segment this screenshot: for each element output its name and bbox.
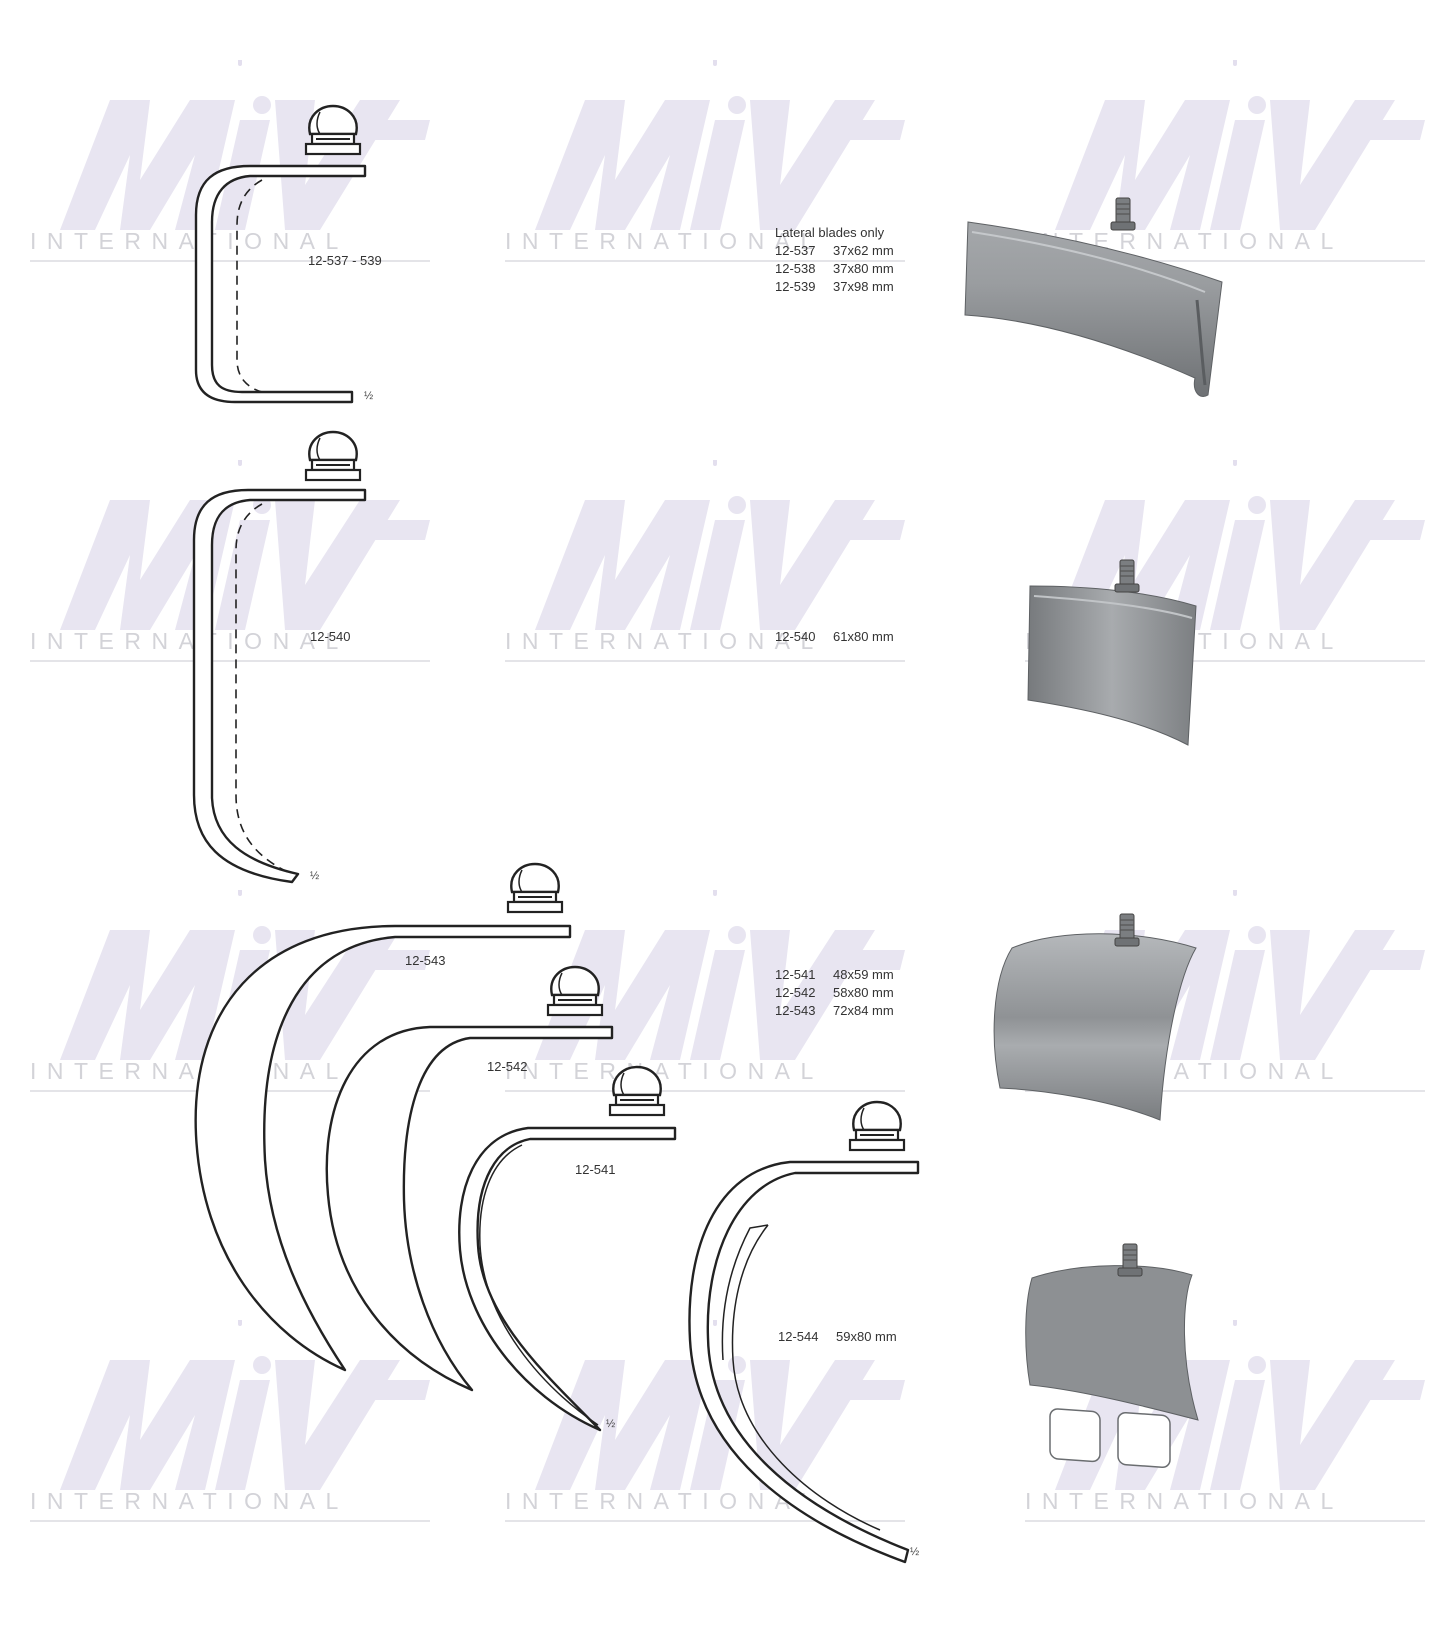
retractor-outline-12-541 xyxy=(458,1126,677,1432)
watermark: INTERNATIONAL xyxy=(30,60,450,390)
watermark-text: INTERNATIONAL xyxy=(30,1058,349,1084)
retractor-label-12-541: 12-541 xyxy=(575,1162,616,1177)
watermark: INTERNATIONAL xyxy=(1025,1320,1430,1650)
retractor-label-12-542: 12-542 xyxy=(487,1059,528,1074)
watermark-text: INTERNATIONAL xyxy=(30,1488,349,1514)
watermark-text: INTERNATIONAL xyxy=(505,228,824,254)
watermark: INTERNATIONAL xyxy=(505,60,925,390)
blade-image-12-540 xyxy=(1027,585,1197,746)
blade-stud-icon xyxy=(1110,197,1136,231)
blade-stud-icon xyxy=(1114,913,1140,947)
blade-image-12-544 xyxy=(1025,1265,1199,1469)
blade-image-12-541 xyxy=(993,933,1197,1121)
retractor-outline-12-542 xyxy=(325,1025,614,1392)
watermark-text: INTERNATIONAL xyxy=(1025,1488,1344,1514)
knob-icon xyxy=(304,104,362,156)
knob-icon xyxy=(304,430,362,482)
retractor-label-12-537: 12-537 - 539 xyxy=(308,253,382,268)
knob-icon xyxy=(848,1100,906,1152)
retractor-outline-12-537 xyxy=(194,164,367,404)
scale-mark: ½ xyxy=(910,1546,920,1558)
watermark-text: INTERNATIONAL xyxy=(505,1488,824,1514)
knob-icon xyxy=(608,1065,666,1117)
watermark: INTERNATIONAL xyxy=(505,1320,925,1650)
retractor-outline-12-544 xyxy=(688,1160,920,1564)
blade-image-12-537 xyxy=(964,221,1223,397)
blade-group-heading: Lateral blades only xyxy=(775,225,885,240)
blade-stud-icon xyxy=(1114,559,1140,593)
retractor-label-12-540: 12-540 xyxy=(310,629,351,644)
knob-icon xyxy=(546,965,604,1017)
watermark: INTERNATIONAL xyxy=(30,1320,450,1650)
scale-mark: ½ xyxy=(310,870,320,882)
catalog-drawing xyxy=(192,104,1223,1564)
watermark-text: INTERNATIONAL xyxy=(30,228,349,254)
knob-icon xyxy=(506,862,564,914)
scale-mark: ½ xyxy=(606,1418,616,1430)
watermark: INTERNATIONAL xyxy=(505,460,925,790)
retractor-outline-12-540 xyxy=(192,488,367,884)
scale-mark: ½ xyxy=(364,390,374,402)
retractor-outline-12-543 xyxy=(194,924,572,1372)
watermark-text: INTERNATIONAL xyxy=(505,628,824,654)
watermark-text: INTERNATIONAL xyxy=(30,628,349,654)
blade-stud-icon xyxy=(1117,1243,1143,1277)
watermark: INTERNATIONAL xyxy=(30,460,450,790)
retractor-label-12-543: 12-543 xyxy=(405,953,446,968)
